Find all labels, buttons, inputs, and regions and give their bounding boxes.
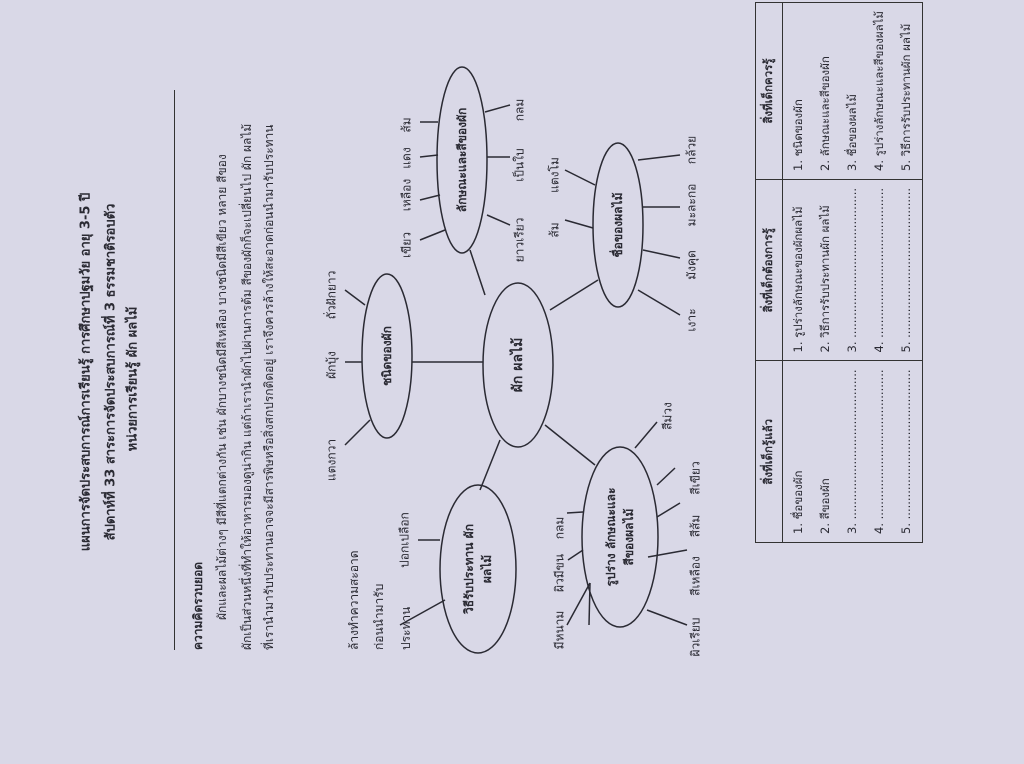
leaf-label: เขียว xyxy=(399,231,414,259)
center-ellipse xyxy=(482,282,554,448)
header-known: สิ่งที่เด็กรู้แล้ว xyxy=(755,360,783,543)
node-fruit-traits-line: รูปร่าง ลักษณะและ xyxy=(604,487,618,587)
node-veg-traits: ลักษณะและสีของผัก xyxy=(455,107,469,213)
node-eating-line: วิธีรับประทาน ผัก xyxy=(462,524,476,614)
header-want: สิ่งที่เด็กต้องการรู้ xyxy=(755,179,783,361)
leaf-label: กล้วย xyxy=(684,135,699,165)
leaf-label: ผิวเรียบ xyxy=(688,617,703,657)
leaf-label: ส้ม xyxy=(399,117,414,133)
leaf-label: แดง xyxy=(399,147,414,169)
node-veg-types: ชนิดของผัก xyxy=(380,326,394,386)
list-item: 5. .....................................… xyxy=(899,369,913,534)
leaf-label: ปอกเปลือก xyxy=(397,512,412,568)
leaf-label: ประทาน xyxy=(399,606,413,650)
list-item: 2. สีของผัก xyxy=(818,478,832,534)
leaf-label: แตงกวา xyxy=(324,438,339,482)
list-item: 3. ชื่อของผลไม้ xyxy=(845,94,859,171)
list-item: 2. ลักษณะและสีของผัก xyxy=(818,56,832,171)
want-cell: 1. รูปร่างลักษณะของผักผลไม้ 2. วิธีการรั… xyxy=(782,179,923,361)
leaf-label: ก่อนนำมารับ xyxy=(372,583,386,650)
list-item: 1. รูปร่างลักษณะของผักผลไม้ xyxy=(791,206,805,353)
list-item: 3. .....................................… xyxy=(845,187,859,353)
should-cell: 1. ชนิดของผัก 2. ลักษณะและสีของผัก 3. ชื… xyxy=(782,2,923,180)
header-should: สิ่งที่เด็กควรรู้ xyxy=(755,2,783,180)
list-item: 5. .....................................… xyxy=(899,187,913,353)
leaf-label: เหลือง xyxy=(399,178,414,212)
leaf-label: กลม xyxy=(552,516,567,540)
leaf-label: แตงโม xyxy=(547,157,562,193)
leaf-label: ล้างทำความสะอาด xyxy=(347,550,361,650)
leaf-label: กลม xyxy=(512,98,527,122)
node-eating-line: ผลไม้ xyxy=(480,554,494,584)
node-fruit-traits: รูปร่าง ลักษณะและ สีของผลไม้ xyxy=(602,488,638,587)
knowledge-table: สิ่งที่เด็กรู้แล้ว สิ่งที่เด็กต้องการรู้… xyxy=(755,2,923,543)
node-eating: วิธีรับประทาน ผัก ผลไม้ xyxy=(460,524,496,614)
node-fruit-traits-line: สีของผลไม้ xyxy=(622,508,636,566)
leaf-label: ผิวมีขน xyxy=(552,553,567,593)
leaf-label: สีส้ม xyxy=(688,514,703,538)
leaf-label: สีเหลือง xyxy=(688,556,703,596)
fruit-names-ellipse xyxy=(592,142,644,308)
veg-types-ellipse xyxy=(361,273,413,439)
leaf-label: ส้ม xyxy=(547,222,562,238)
leaf-label: สีม่วง xyxy=(660,402,675,430)
leaf-label: เป็นใบ xyxy=(512,148,527,182)
list-item: 4. รูปร่างลักษณะและสีของผลไม้ xyxy=(872,10,886,171)
list-item: 1. ชนิดของผัก xyxy=(791,99,805,171)
list-item: 4. .....................................… xyxy=(872,187,886,353)
veg-traits-ellipse xyxy=(436,66,488,254)
list-item: 3. .....................................… xyxy=(845,369,859,534)
leaf-label: มีหนาม xyxy=(552,610,567,650)
leaf-label: เงาะ xyxy=(684,308,699,332)
mindmap-center: ผัก ผลไม้ xyxy=(510,337,526,393)
leaf-label: ยาวเรียว xyxy=(512,217,527,263)
connectors xyxy=(412,249,599,491)
list-item: 5. วิธีการรับประทานผัก ผลไม้ xyxy=(899,23,913,171)
leaf-label: มังคุด xyxy=(684,250,699,280)
leaf-lines xyxy=(344,104,688,626)
leaf-label: มะละกอ xyxy=(684,183,699,227)
leaf-label: สีเขียว xyxy=(688,461,703,495)
list-item: 4. .....................................… xyxy=(872,369,886,534)
fruit-traits-ellipse xyxy=(581,446,659,628)
known-cell: 1. ชื่อของผัก 2. สีของผัก 3. ...........… xyxy=(782,360,923,543)
leaf-label: ผักบุ้ง xyxy=(324,351,339,379)
list-item: 1. ชื่อของผัก xyxy=(791,470,805,534)
list-item: 2. วิธีการรับประทานผัก ผลไม้ xyxy=(818,205,832,353)
leaf-label: ถั่วฝักยาว xyxy=(324,270,339,320)
node-fruit-names: ชื่อของผลไม้ xyxy=(611,192,625,258)
eating-ellipse xyxy=(439,484,517,654)
